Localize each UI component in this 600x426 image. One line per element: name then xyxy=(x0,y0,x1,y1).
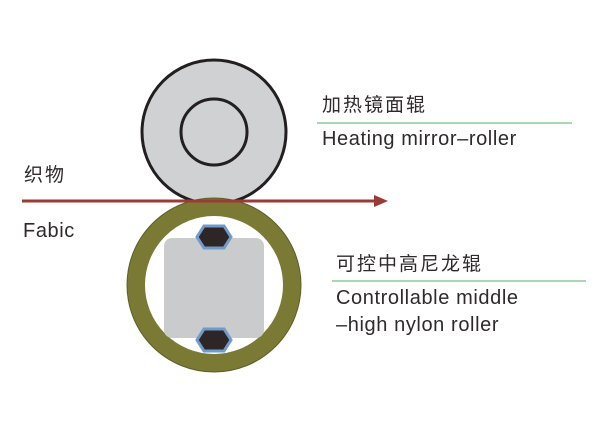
heating-roller-label-en: Heating mirror–roller xyxy=(322,128,517,150)
heating-roller-label-cn: 加热镜面辊 xyxy=(322,94,428,116)
roller-core xyxy=(164,238,264,338)
nylon-roller xyxy=(126,197,302,373)
hex-bolt-bottom-icon xyxy=(195,327,233,353)
nylon-roller-label-en-line1: Controllable middle xyxy=(336,287,519,309)
fabric-arrow xyxy=(22,195,388,207)
nylon-roller-divider xyxy=(332,280,586,282)
heating-roller-divider xyxy=(317,122,572,124)
fabric-label-en: Fabic xyxy=(23,220,75,242)
nylon-roller-label-en-line2: –high nylon roller xyxy=(336,314,500,336)
roller-axle-ring xyxy=(179,97,249,167)
arrow-head-icon xyxy=(374,195,388,207)
nylon-ring xyxy=(127,198,301,372)
heating-mirror-roller xyxy=(140,58,288,206)
nylon-roller-label-cn: 可控中高尼龙辊 xyxy=(336,253,484,275)
fabric-label-cn: 织物 xyxy=(24,164,67,186)
hex-bolt-top-icon xyxy=(195,224,233,250)
